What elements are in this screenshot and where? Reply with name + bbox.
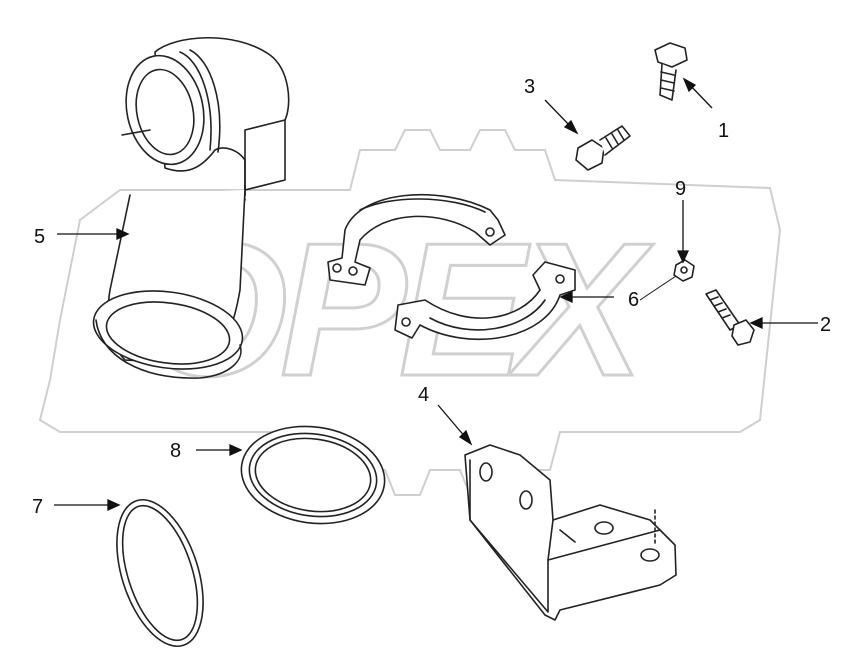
bolt-part-2 xyxy=(705,289,755,346)
bolt-part-1 xyxy=(654,42,688,101)
nut-part-9 xyxy=(673,259,695,282)
leader-lines xyxy=(54,77,818,512)
callout-8: 8 xyxy=(170,440,181,462)
bolt-part-3 xyxy=(575,125,631,171)
callout-1: 1 xyxy=(718,120,729,142)
callout-2: 2 xyxy=(820,314,831,336)
callout-labels: 1 2 3 4 5 6 7 8 9 xyxy=(32,76,831,518)
callout-5: 5 xyxy=(34,226,45,248)
elbow-pipe-part-5 xyxy=(92,36,290,379)
callout-9: 9 xyxy=(675,178,686,200)
o-ring-part-7 xyxy=(116,498,204,648)
callout-7: 7 xyxy=(32,496,43,518)
callout-3: 3 xyxy=(524,76,535,98)
bracket-part-4 xyxy=(464,444,677,621)
watermark-gear-outline xyxy=(38,129,782,496)
callout-6: 6 xyxy=(628,289,639,311)
gasket-ring-part-8 xyxy=(240,425,386,525)
clamp-part-6 xyxy=(327,193,576,341)
parts xyxy=(92,36,755,648)
callout-4: 4 xyxy=(418,384,429,406)
